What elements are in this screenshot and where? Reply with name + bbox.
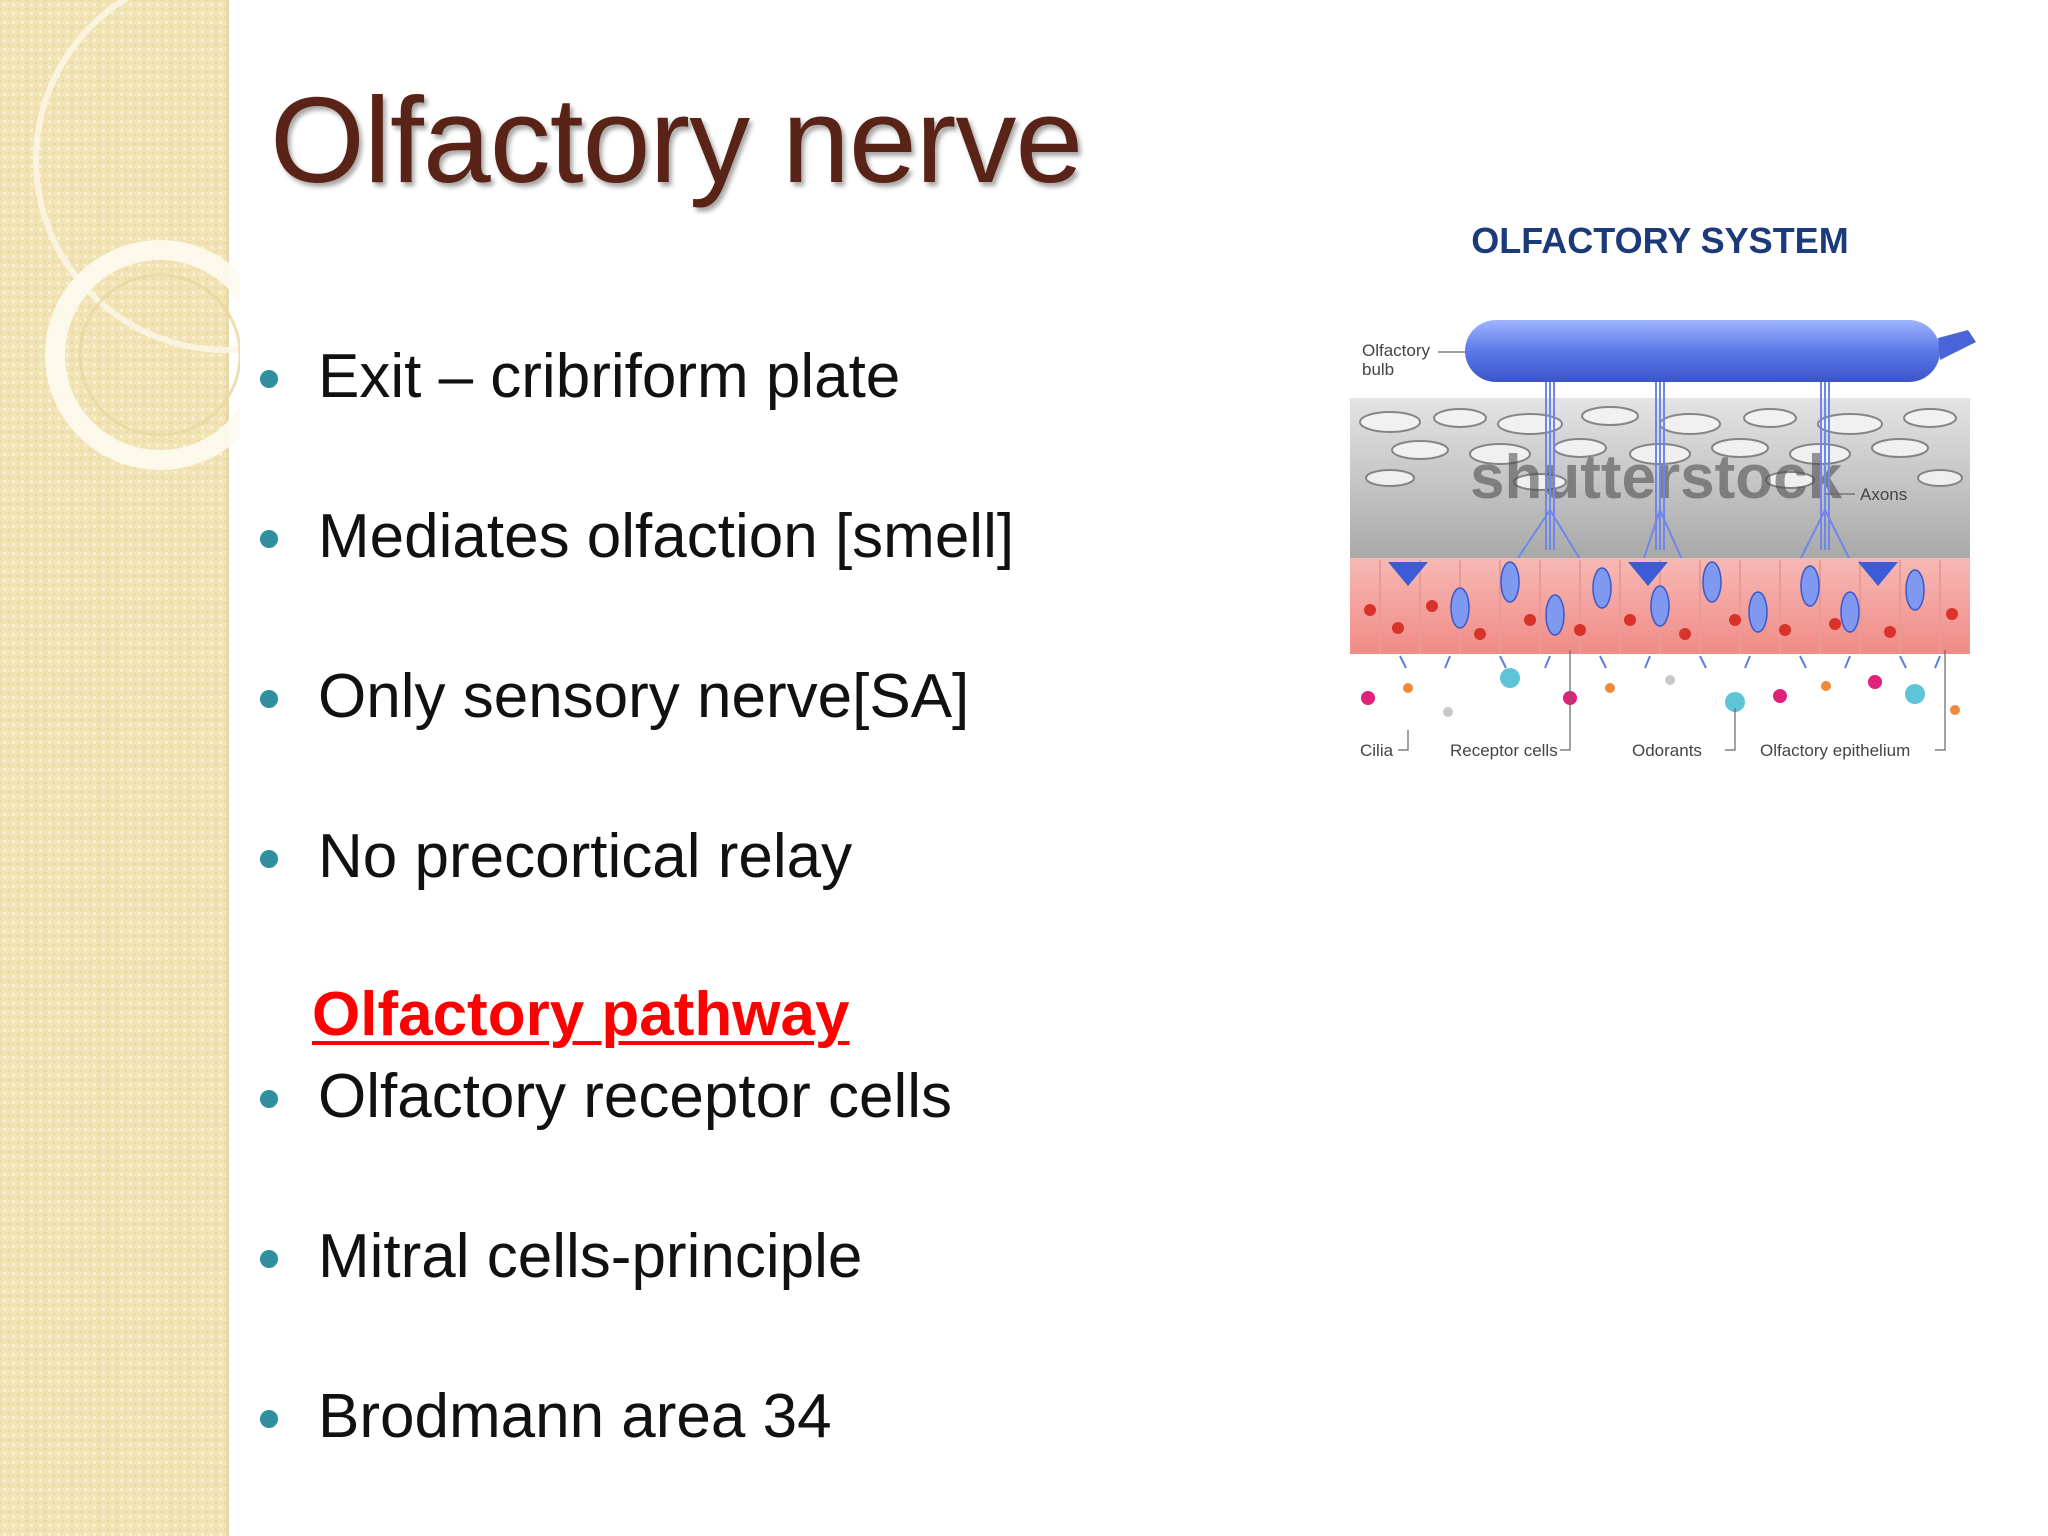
label-olfactory-epithelium: Olfactory epithelium <box>1760 741 1910 760</box>
olfactory-system-figure: OLFACTORY SYSTEM <box>1340 210 2020 770</box>
label-receptor-cells: Receptor cells <box>1450 741 1558 760</box>
pathway-heading: Olfactory pathway <box>312 980 850 1049</box>
label-olfactory-bulb-line2: bulb <box>1362 360 1394 379</box>
bullet-sensory: Only sensory nerve[SA] <box>259 662 970 731</box>
label-axons: Axons <box>1860 485 1907 504</box>
bullet-function: Mediates olfaction [smell] <box>259 502 1015 571</box>
figure-title: OLFACTORY SYSTEM <box>1471 220 1849 261</box>
label-olfactory-bulb-line1: Olfactory <box>1362 341 1431 360</box>
decorative-rings <box>33 0 240 470</box>
label-cilia: Cilia <box>1360 741 1394 760</box>
bullet-relay: No precortical relay <box>259 822 853 891</box>
olfactory-diagram: shutterstock <box>1350 320 1976 760</box>
pathway-step-cortex: Brodmann area 34 <box>260 1382 832 1451</box>
bullet-exit: Exit – cribriform plate <box>259 342 901 411</box>
pathway-step-receptor: Olfactory receptor cells <box>260 1062 952 1131</box>
pathway-step-mitral: Mitral cells-principle <box>259 1222 863 1291</box>
label-odorants: Odorants <box>1632 741 1702 760</box>
slide-title: Olfactory nerve <box>270 72 1083 208</box>
